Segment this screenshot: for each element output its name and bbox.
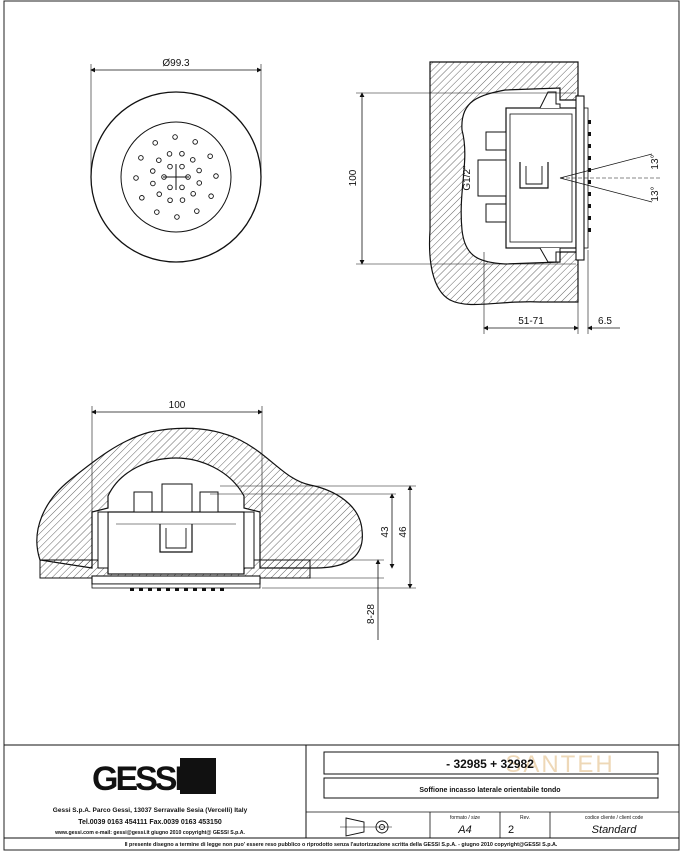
client-code-value: Standard	[592, 824, 638, 836]
projection-symbol	[340, 817, 392, 837]
nozzle-bump	[148, 588, 152, 591]
nozzle-hole	[174, 214, 180, 220]
rev-value: 2	[508, 824, 514, 836]
nozzle-hole	[185, 174, 191, 180]
top-view: 100 43 46 8-28	[36, 400, 416, 640]
nozzle-bump	[184, 588, 188, 591]
flange-thickness-label: 6.5	[598, 316, 612, 327]
product-description: Soffione incasso laterale orientabile to…	[419, 787, 560, 794]
format-header: formato / size	[450, 815, 480, 821]
nozzle-bump	[588, 216, 591, 220]
height-46-label: 46	[398, 526, 409, 538]
nozzle-bump	[588, 144, 591, 148]
nozzle-hole	[156, 157, 162, 163]
format-value: A4	[457, 824, 471, 836]
nozzle-hole	[138, 155, 144, 161]
thread-label: G1/2"	[462, 165, 473, 191]
nozzle-hole	[207, 153, 213, 159]
nozzle-bump	[139, 588, 143, 591]
nozzle-hole	[172, 134, 178, 140]
nozzle-hole	[179, 197, 186, 203]
nozzle-hole	[167, 184, 173, 191]
nozzle-hole	[190, 191, 196, 197]
nozzle-hole	[149, 168, 156, 174]
nozzle-bump	[588, 180, 591, 184]
angle-up-label: 13°	[650, 154, 661, 169]
nozzle-bump	[175, 588, 179, 591]
gessi-logo: GESSI	[92, 760, 182, 798]
nozzle-hole	[161, 174, 167, 180]
title-block: GESSI Gessi S.p.A. Parco Gessi, 13037 Se…	[4, 744, 679, 848]
rev-header: Rev.	[520, 815, 530, 821]
nozzle-bumps	[588, 120, 591, 232]
footer-notice: Il presente disegno a termine di legge n…	[125, 842, 558, 848]
nozzle-hole	[152, 140, 158, 146]
nozzle-hole	[179, 184, 185, 191]
front-view: Ø99.3	[90, 58, 262, 263]
watermark: SANTEH	[505, 751, 614, 778]
side-view: 13° 13° G1/2" 100 51-71 6.5	[348, 61, 661, 334]
nozzle-hole	[192, 139, 198, 145]
depth-label: 51-71	[518, 316, 544, 327]
side-height-label: 100	[348, 169, 359, 186]
nozzle-hole	[156, 191, 162, 197]
wall-thickness-label: 8-28	[366, 604, 377, 624]
product-codes: - 32985 + 32982	[446, 757, 534, 771]
nozzle-hole	[166, 151, 173, 157]
nozzle-hole	[150, 180, 156, 187]
nozzle-hole	[167, 197, 173, 204]
nozzle-bump	[211, 588, 215, 591]
nozzle-bump	[588, 204, 591, 208]
height-43-label: 43	[380, 526, 391, 538]
company-phone: Tel.0039 0163 454111 Fax.0039 0163 45315…	[78, 819, 222, 826]
gessi-logo-block	[180, 758, 216, 794]
nozzle-bump	[588, 120, 591, 124]
company-web: www.gessi.com e-mail: gessi@gessi.it giu…	[54, 830, 245, 836]
nozzle-hole	[194, 208, 200, 214]
nozzle-hole	[167, 163, 173, 170]
company-address: Gessi S.p.A. Parco Gessi, 13037 Serraval…	[53, 807, 248, 814]
nozzle-bump	[157, 588, 161, 591]
nozzle-bump	[588, 132, 591, 136]
nozzle-hole	[133, 175, 139, 181]
nozzle-hole	[190, 157, 196, 163]
nozzle-hole	[154, 209, 160, 215]
nozzle-bump	[588, 192, 591, 196]
nozzle-hole	[179, 150, 185, 157]
nozzle-hole	[208, 193, 214, 199]
nozzle-holes	[133, 134, 219, 220]
nozzle-hole	[196, 180, 203, 186]
nozzle-hole	[196, 167, 202, 174]
nozzle-bump	[193, 588, 197, 591]
top-width-label: 100	[169, 400, 186, 411]
nozzle-bump	[202, 588, 206, 591]
diameter-dimension-label: Ø99.3	[162, 58, 190, 69]
nozzle-bump	[130, 588, 134, 591]
nozzle-bump	[220, 588, 224, 591]
nozzle-hole	[179, 163, 185, 170]
nozzle-hole	[139, 195, 145, 201]
nozzle-bump	[588, 156, 591, 160]
nozzle-hole	[213, 173, 219, 179]
nozzle-bump	[588, 228, 591, 232]
nozzle-bumps-bottom	[130, 588, 224, 591]
client-code-header: codice cliente / client code	[585, 815, 644, 821]
nozzle-bump	[166, 588, 170, 591]
angle-down-label: 13°	[650, 186, 661, 201]
